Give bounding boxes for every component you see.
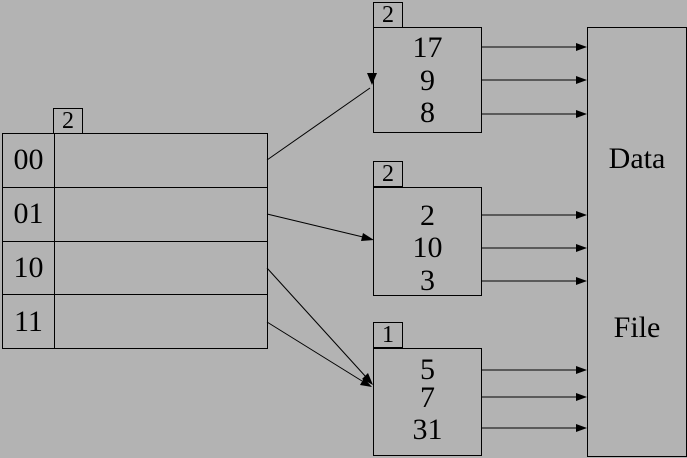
arrowhead-icon bbox=[576, 244, 587, 252]
bucket-1: 2 10 3 bbox=[373, 187, 482, 297]
arrowhead-icon bbox=[576, 43, 587, 51]
bucket-1-depth-tab: 2 bbox=[373, 161, 403, 187]
directory-key-01: 01 bbox=[3, 187, 55, 241]
arrowhead-icon bbox=[576, 366, 587, 374]
bucket-value: 17 bbox=[412, 31, 443, 64]
arrow-line-dir11-bucket2 bbox=[266, 321, 363, 382]
bucket-value: 3 bbox=[420, 264, 435, 297]
arrowhead-icon bbox=[576, 424, 587, 432]
data-file-box: Data File bbox=[587, 27, 687, 457]
directory-pointer-cell bbox=[55, 242, 267, 295]
arrowhead-icon bbox=[576, 211, 587, 219]
directory-row: 01 bbox=[3, 186, 267, 241]
directory-pointer-cell bbox=[55, 295, 267, 348]
directory-global-depth-tab: 2 bbox=[53, 108, 83, 134]
directory-key-10: 10 bbox=[3, 241, 55, 295]
bucket-value: 2 bbox=[420, 199, 435, 232]
bucket-value: 8 bbox=[420, 96, 435, 129]
data-file-label-file: File bbox=[613, 311, 661, 344]
arrow-line-dir01-bucket1 bbox=[266, 213, 364, 238]
directory-row: 11 bbox=[3, 294, 267, 348]
directory-pointer-cell bbox=[55, 188, 267, 241]
directory-row: 10 bbox=[3, 240, 267, 295]
arrowhead-icon bbox=[360, 378, 372, 387]
arrowhead-icon bbox=[576, 76, 587, 84]
directory-row: 00 bbox=[3, 134, 267, 187]
bucket-0-depth-tab: 2 bbox=[373, 2, 403, 28]
directory-table: 00 01 10 11 bbox=[2, 133, 268, 349]
arrowhead-icon bbox=[576, 277, 587, 285]
bucket-2: 5 7 31 bbox=[373, 348, 482, 456]
bucket-value: 9 bbox=[420, 64, 435, 97]
arrow-line-dir00-bucket0 bbox=[266, 87, 371, 161]
bucket-value: 10 bbox=[412, 231, 443, 264]
bucket-0: 17 9 8 bbox=[373, 27, 482, 133]
arrowhead-icon bbox=[362, 373, 373, 385]
data-file-label-data: Data bbox=[608, 142, 666, 175]
bucket-value: 7 bbox=[420, 381, 435, 414]
arrowhead-icon bbox=[576, 110, 587, 118]
bucket-value: 5 bbox=[420, 353, 435, 386]
directory-key-11: 11 bbox=[3, 295, 55, 348]
bucket-2-depth-tab: 1 bbox=[373, 322, 403, 348]
bucket-value: 31 bbox=[412, 413, 443, 446]
directory-pointer-cell bbox=[55, 134, 267, 187]
directory-key-00: 00 bbox=[3, 134, 55, 187]
arrowhead-icon bbox=[576, 393, 587, 401]
arrow-line-dir10-bucket2 bbox=[266, 267, 367, 378]
